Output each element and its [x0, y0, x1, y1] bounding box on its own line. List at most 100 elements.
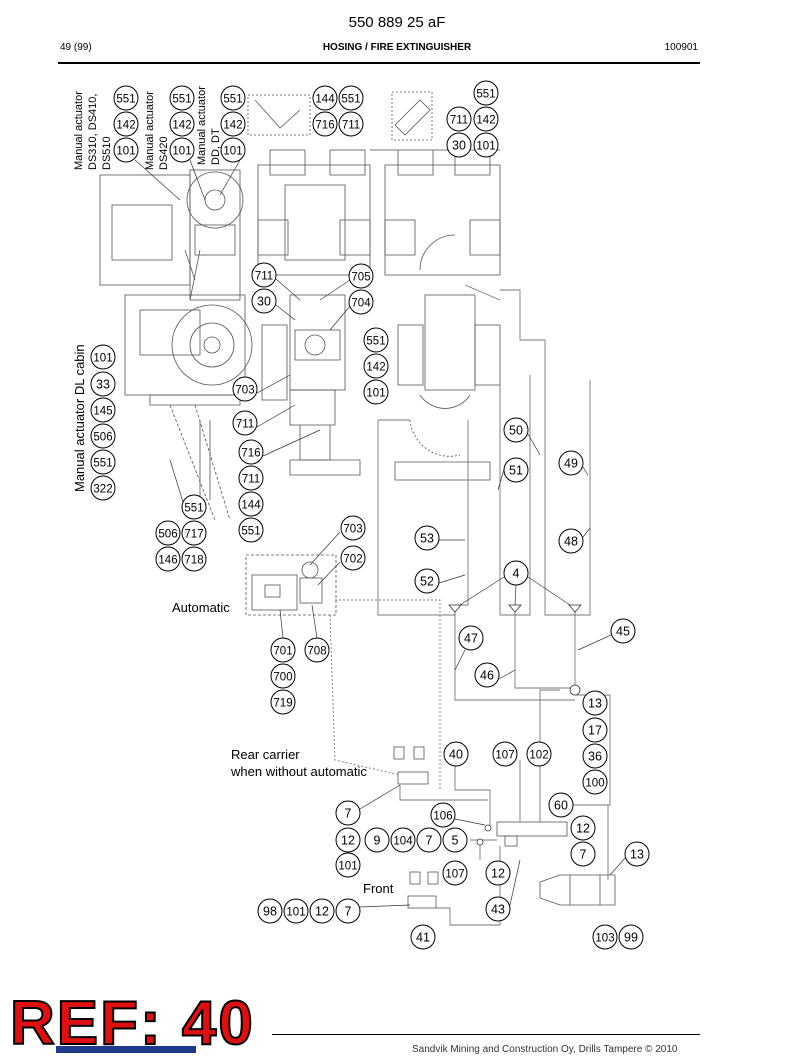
callout-number: 551	[184, 503, 203, 515]
callout-circle	[312, 85, 338, 111]
part-callout: 717	[181, 520, 207, 546]
callout-circle	[181, 494, 207, 520]
callout-circle	[251, 262, 277, 288]
callout-number: 551	[223, 94, 242, 106]
callout-circle	[458, 625, 484, 651]
part-callout: 145	[90, 397, 116, 423]
callout-circle	[169, 111, 195, 137]
callout-circle	[474, 662, 500, 688]
detail-views	[247, 91, 433, 141]
callout-circle	[335, 827, 361, 853]
callout-circle	[283, 898, 309, 924]
part-callout: 30	[251, 288, 277, 314]
sandvik-logo	[56, 1046, 196, 1053]
callout-circle	[582, 769, 608, 795]
part-callout: 144	[312, 85, 338, 111]
callout-circle	[446, 106, 472, 132]
callout-number: 551	[241, 526, 260, 538]
callout-circle	[363, 327, 389, 353]
callout-circle	[503, 457, 529, 483]
nozzles	[448, 604, 582, 846]
part-callout: 551	[90, 449, 116, 475]
callout-number: 551	[366, 336, 385, 348]
label-manual-actuator-dd-line1: Manual actuator	[196, 86, 208, 165]
part-callout: 48	[558, 528, 584, 554]
part-callout: 107	[442, 860, 468, 886]
callout-number: 145	[93, 406, 112, 418]
callout-circle	[548, 792, 574, 818]
part-callout: 551	[169, 85, 195, 111]
callout-circle	[503, 417, 529, 443]
part-callout: 700	[270, 663, 296, 689]
part-callout: 50	[503, 417, 529, 443]
part-callout: 101	[169, 137, 195, 163]
part-callout: 702	[340, 545, 366, 571]
part-callout: 43	[485, 896, 511, 922]
part-callout: 701	[270, 637, 296, 663]
document-code: 100901	[664, 42, 698, 53]
callout-circle	[304, 637, 330, 663]
callout-number: 9	[374, 834, 381, 848]
callout-number: 30	[452, 139, 466, 153]
callout-circle	[618, 924, 644, 950]
callout-number: 711	[242, 474, 260, 486]
callout-circle	[220, 111, 246, 137]
callout-number: 12	[576, 822, 590, 836]
section-title: HOSING / FIRE EXTINGUISHER	[322, 42, 472, 53]
callout-number: 142	[366, 362, 385, 374]
callout-circle	[473, 106, 499, 132]
callout-circle	[485, 860, 511, 886]
callout-circle	[442, 827, 468, 853]
callout-circle	[558, 450, 584, 476]
part-callout: 104	[390, 827, 416, 853]
part-callout: 100	[582, 769, 608, 795]
callout-number: 43	[491, 903, 505, 917]
page-number: 49 (99)	[60, 42, 92, 53]
callout-circle	[169, 85, 195, 111]
callout-circle	[270, 637, 296, 663]
callout-number: 107	[495, 750, 514, 762]
callout-number: 101	[172, 146, 191, 158]
callout-circle	[492, 741, 518, 767]
callout-number: 48	[564, 535, 578, 549]
callout-circle	[582, 690, 608, 716]
callout-number: 13	[630, 848, 644, 862]
callout-circle	[390, 827, 416, 853]
callout-number: 704	[351, 298, 371, 310]
part-callout: 51	[503, 457, 529, 483]
callout-number: 716	[241, 448, 260, 460]
part-callout: 47	[458, 625, 484, 651]
callout-circle	[414, 525, 440, 551]
callout-number: 7	[345, 905, 352, 919]
callout-circle	[90, 475, 116, 501]
callout-number: 144	[315, 94, 335, 106]
part-callout: 12	[335, 827, 361, 853]
callout-number: 36	[588, 750, 602, 764]
part-callout: 12	[309, 898, 335, 924]
document-number: 550 889 25 aF	[348, 14, 446, 31]
callout-number: 142	[172, 120, 191, 132]
callout-number: 4	[513, 567, 520, 581]
part-callout: 52	[414, 568, 440, 594]
part-callout: 36	[582, 743, 608, 769]
callout-number: 45	[616, 625, 630, 639]
callout-circle	[582, 743, 608, 769]
callout-circle	[340, 545, 366, 571]
label-manual-actuator-ds310-line2: DS310, DS410,	[87, 94, 99, 170]
callout-circle	[558, 528, 584, 554]
callout-number: 60	[554, 799, 568, 813]
callout-number: 719	[273, 698, 292, 710]
part-callout: 711	[238, 465, 264, 491]
callout-circle	[335, 898, 361, 924]
callout-number: 7	[426, 834, 433, 848]
callout-circle	[113, 85, 139, 111]
callout-number: 716	[315, 120, 334, 132]
part-callout: 551	[473, 80, 499, 106]
callout-number: 702	[343, 554, 362, 566]
part-callout: 5	[442, 827, 468, 853]
callout-circle	[251, 288, 277, 314]
callout-circle	[90, 344, 116, 370]
part-callout: 13	[624, 841, 650, 867]
callout-circle	[270, 689, 296, 715]
